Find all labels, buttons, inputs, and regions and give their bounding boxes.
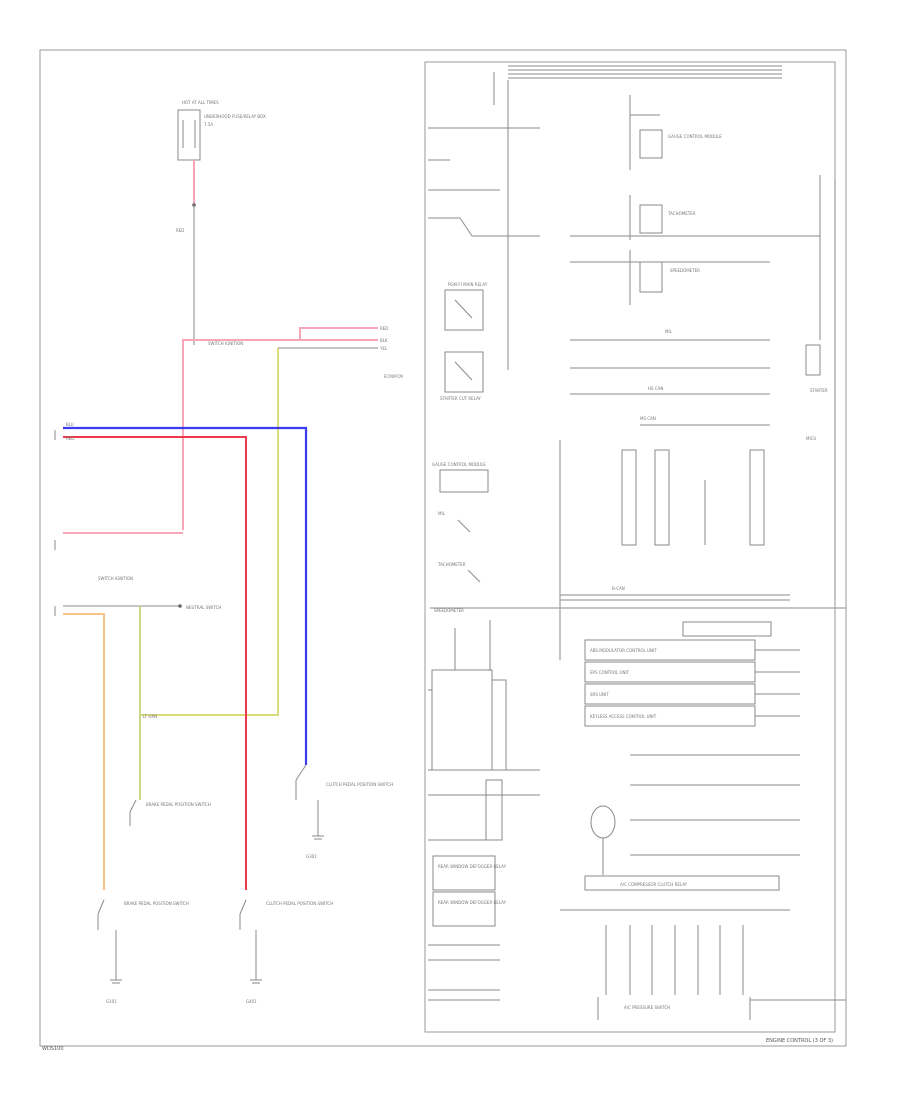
module-inputs-top bbox=[428, 127, 540, 237]
relay2-label: STARTER CUT RELAY bbox=[440, 396, 481, 401]
fuse-rating-label: 7.5A bbox=[204, 122, 213, 127]
pin-red-label-b: RED bbox=[380, 326, 388, 331]
module-d-label: KEYLESS ACCESS CONTROL UNIT bbox=[590, 714, 657, 719]
center-bottom-switch: CLUTCH PEDAL POSITION SWITCH G401 bbox=[239, 899, 333, 1004]
speedo-label: SPEEDOMETER bbox=[670, 268, 700, 273]
ground-g101-label: G101 bbox=[106, 999, 117, 1004]
footer-caption: ENGINE CONTROL (3 OF 3) bbox=[766, 1038, 833, 1044]
clutch-switch-label: CLUTCH PEDAL POSITION SWITCH bbox=[326, 782, 393, 787]
indicator-rows bbox=[590, 754, 800, 875]
pin-blu-label: BLU bbox=[66, 422, 74, 427]
gauge-box-label: GAUGE CONTROL MODULE bbox=[432, 462, 486, 467]
pin-blk-label: BLK bbox=[380, 338, 388, 343]
tach-label: TACHOMETER bbox=[667, 211, 696, 216]
relay-1: PGM-FI MAIN RELAY bbox=[444, 282, 488, 331]
module-b-label: EPS CONTROL UNIT bbox=[590, 670, 630, 675]
ground-g401-label: G401 bbox=[246, 999, 257, 1004]
pin-yel-label: YEL bbox=[379, 346, 388, 351]
mil-switch-label: MIL bbox=[438, 511, 446, 516]
wire-yellow bbox=[140, 348, 279, 716]
module-a-label: ABS MODULATOR CONTROL UNIT bbox=[590, 648, 657, 653]
wire-orange bbox=[63, 613, 105, 890]
switch-group-3: SPEEDOMETER bbox=[570, 250, 770, 305]
rear-defogger-boxes: REAR WINDOW DEFOGGER RELAY REAR WINDOW D… bbox=[428, 855, 507, 1001]
wire-red bbox=[63, 436, 247, 890]
brake-switch-label: BRAKE PEDAL POSITION SWITCH bbox=[146, 802, 211, 807]
relay-2: STARTER CUT RELAY bbox=[440, 351, 484, 401]
switch-group-1: GAUGE CONTROL MODULE bbox=[629, 95, 722, 170]
speedometer-label: SPEEDOMETER bbox=[434, 608, 464, 613]
gauge-label: GAUGE CONTROL MODULE bbox=[668, 134, 722, 139]
right-ground-column: STARTER MICU bbox=[805, 344, 828, 441]
bottom-pin-columns: A/C PRESSURE SWITCH bbox=[597, 925, 846, 1020]
switch-ignition-label: SWITCH IGNITION bbox=[208, 341, 243, 346]
module-columns bbox=[559, 440, 765, 660]
hot-at-all-times-label: HOT AT ALL TIMES bbox=[182, 100, 219, 105]
top-bus-lines bbox=[508, 65, 782, 79]
switch-ignition-label-2: SWITCH IGNITION bbox=[98, 576, 133, 581]
module-stack: ABS MODULATOR CONTROL UNIT EPS CONTROL U… bbox=[584, 621, 800, 727]
tachometer-label: TACHOMETER bbox=[437, 562, 466, 567]
switch-group-2: TACHOMETER bbox=[570, 195, 820, 240]
ac-bottom-label: A/C PRESSURE SWITCH bbox=[624, 1005, 670, 1010]
module-left-labels: GAUGE CONTROL MODULE MIL TACHOMETER SPEE… bbox=[432, 462, 489, 613]
clutch-switch-label-2: CLUTCH PEDAL POSITION SWITCH bbox=[266, 901, 333, 906]
wire-blue bbox=[63, 426, 308, 765]
fuse-box: HOT AT ALL TIMES UNDERHOOD FUSE/RELAY BO… bbox=[177, 100, 266, 161]
ac-relay-label: A/C COMPRESSOR CLUTCH RELAY bbox=[620, 882, 688, 887]
ac-relay-bar: A/C COMPRESSOR CLUTCH RELAY bbox=[560, 875, 790, 911]
fuse-box-label: UNDERHOOD FUSE/RELAY BOX bbox=[204, 114, 266, 119]
b-can-label: B-CAN bbox=[612, 586, 625, 591]
left-bottom-switch: BRAKE PEDAL POSITION SWITCH G101 bbox=[97, 899, 189, 1004]
can-bus-lines: B-CAN bbox=[430, 586, 846, 609]
ground-g301-label: G301 bbox=[306, 854, 317, 859]
rear-box-label-a: REAR WINDOW DEFOGGER RELAY bbox=[438, 864, 507, 869]
clutch-switch-symbol: CLUTCH PEDAL POSITION SWITCH G301 bbox=[295, 764, 393, 859]
ms-can-label: MS CAN bbox=[640, 416, 656, 421]
pin-red-label-c: RED bbox=[66, 436, 74, 441]
diagram-frame bbox=[39, 49, 847, 1047]
pin-lt-grn-label: LT GRN bbox=[143, 714, 157, 719]
ecm-connector-block bbox=[428, 620, 540, 841]
brake-switch-label-2: BRAKE PEDAL POSITION SWITCH bbox=[124, 901, 189, 906]
micu-label: MICU bbox=[806, 436, 816, 441]
signal-lines: MIL HS CAN MS CAN bbox=[570, 329, 770, 426]
starter-label: STARTER bbox=[810, 388, 828, 393]
hs-can-label: HS CAN bbox=[648, 386, 663, 391]
footer-code: WDS100 bbox=[42, 1046, 64, 1052]
rear-box-label-b: REAR WINDOW DEFOGGER RELAY bbox=[438, 900, 507, 905]
relay1-label: PGM-FI MAIN RELAY bbox=[448, 282, 488, 287]
brake-switch-symbol: BRAKE PEDAL POSITION SWITCH bbox=[129, 799, 211, 826]
ecm-label: ECM/PCM bbox=[384, 374, 403, 379]
module-c-label: SRS UNIT bbox=[590, 692, 609, 697]
mil-label: MIL bbox=[665, 329, 673, 334]
pin-red-label-a: RED bbox=[176, 228, 184, 233]
neutral-switch-label: NEUTRAL SWITCH bbox=[186, 605, 221, 610]
